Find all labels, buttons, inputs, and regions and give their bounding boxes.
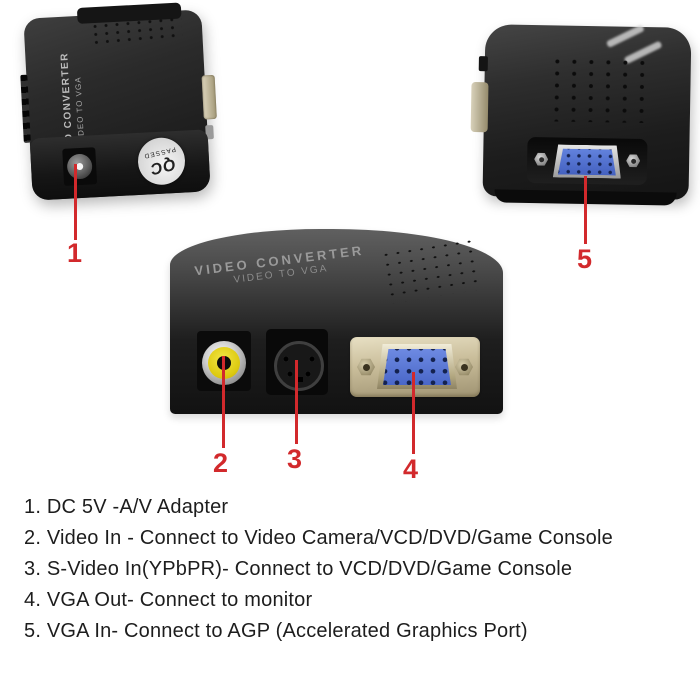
device-photo-power-side: VIDEO CONVERTER VIDEO TO VGA QC PASSED <box>20 2 217 201</box>
legend-item-2: 2. Video In - Connect to Video Camera/VC… <box>24 527 613 549</box>
screw-nut-right <box>455 358 473 376</box>
screw-nut-right <box>626 154 640 168</box>
callout-line-3 <box>295 360 298 444</box>
qc-passed-sticker: QC PASSED <box>133 133 190 190</box>
callout-line-2 <box>222 356 225 448</box>
embossed-label-blur <box>605 24 645 49</box>
svideo-pin <box>305 371 311 377</box>
device-front-panel: QC PASSED <box>29 129 211 201</box>
callout-number-3: 3 <box>287 444 303 474</box>
callout-number-5: 5 <box>577 244 593 274</box>
dc-jack-pin <box>75 162 84 171</box>
svideo-pin <box>309 356 315 362</box>
callout-line-5 <box>584 176 587 244</box>
svideo-in-port <box>274 341 324 391</box>
callout-line-4 <box>412 372 415 454</box>
legend-item-4: 4. VGA Out- Connect to monitor <box>24 589 313 611</box>
qc-sticker-text: QC <box>148 154 178 178</box>
legend-item-1: 1. DC 5V -A/V Adapter <box>24 496 229 518</box>
vga-out-port <box>383 349 451 385</box>
callout-number-2: 2 <box>213 448 229 478</box>
dc-jack-ring <box>66 153 93 180</box>
vent-holes <box>547 55 653 124</box>
vga-out-edge <box>470 81 489 133</box>
svideo-pin <box>287 371 293 377</box>
screw-nut-left <box>534 152 548 166</box>
svideo-pin <box>283 356 289 362</box>
callout-number-1: 1 <box>67 238 83 268</box>
legend-item-5: 5. VGA In- Connect to AGP (Accelerated G… <box>24 620 528 642</box>
svideo-key-slot <box>295 377 303 382</box>
callout-number-4: 4 <box>403 454 419 484</box>
svideo-edge <box>478 56 488 72</box>
legend: 1. DC 5V -A/V Adapter 2. Video In - Conn… <box>24 492 684 647</box>
vga-connector-edge <box>201 74 217 120</box>
legend-item-3: 3. S-Video In(YPbPR)- Connect to VCD/DVD… <box>24 558 573 580</box>
callout-line-1 <box>74 164 77 240</box>
device-label: VIDEO CONVERTER VIDEO TO VGA <box>189 242 371 291</box>
device-photo-vga-in-view <box>470 24 692 206</box>
dc-power-jack <box>62 147 98 186</box>
screw-nut-left <box>357 358 375 376</box>
vent-holes <box>379 235 483 305</box>
side-ports-edge <box>20 74 31 143</box>
vga-in-recess <box>526 136 648 186</box>
vga-in-port <box>558 149 616 176</box>
